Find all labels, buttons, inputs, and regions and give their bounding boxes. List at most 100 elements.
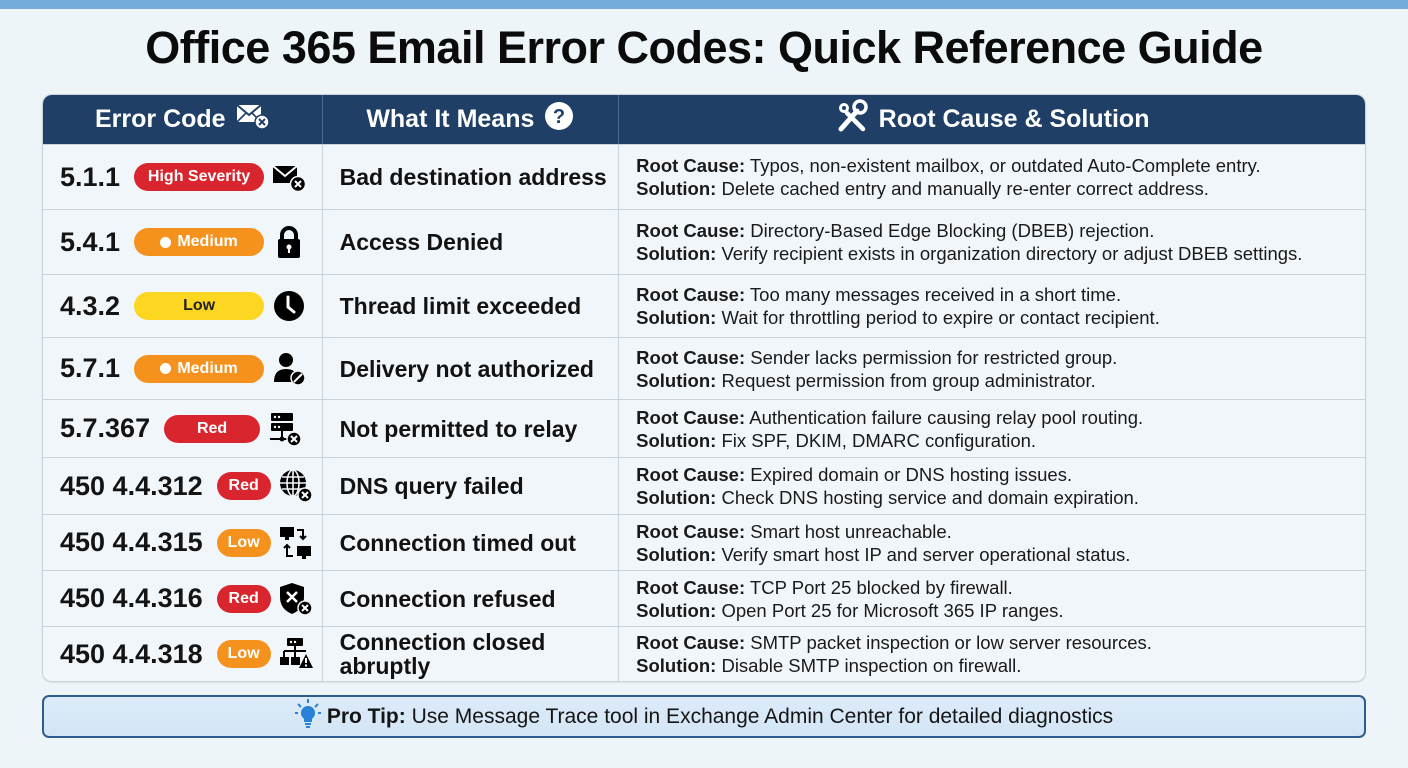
- pro-tip-banner: Pro Tip: Use Message Trace tool in Excha…: [42, 695, 1366, 738]
- solution-text: Fix SPF, DKIM, DMARC configuration.: [721, 429, 1037, 451]
- root-cause-line: Root Cause: Typos, non-existent mailbox,…: [636, 154, 1261, 177]
- root-cause-line: Root Cause: Sender lacks permission for …: [636, 346, 1117, 369]
- severity-label: High Severity: [147, 168, 251, 185]
- solution-line: Solution: Delete cached entry and manual…: [636, 177, 1209, 200]
- severity-badge: Low: [216, 640, 271, 668]
- root-cause-text: Typos, non-existent mailbox, or outdated…: [749, 155, 1261, 176]
- root-cause-line: Root Cause: Too many messages received i…: [636, 283, 1121, 306]
- severity-badge: Red: [164, 414, 261, 443]
- question-circle-icon: ?: [544, 101, 574, 138]
- root-cause-text: Smart host unreachable.: [750, 520, 952, 542]
- root-cause-line: Root Cause: Directory-Based Edge Blockin…: [636, 219, 1154, 242]
- severity-label: Red: [196, 419, 228, 437]
- meaning-cell: Thread limit exceeded: [323, 275, 620, 337]
- solution-label: Solution:: [636, 178, 717, 199]
- shield-x-icon: [279, 582, 313, 616]
- root-cause-label: Root Cause:: [636, 284, 746, 305]
- meaning-text: Bad destination address: [339, 164, 607, 190]
- clock-icon: [272, 289, 306, 323]
- meaning-cell: Connection refused: [323, 571, 620, 626]
- root-cause-label: Root Cause:: [636, 632, 746, 653]
- header-root-cause-solution: Root Cause & Solution: [619, 95, 1365, 144]
- root-cause-line: Root Cause: SMTP packet inspection or lo…: [636, 631, 1152, 654]
- solution-line: Solution: Fix SPF, DKIM, DMARC configura…: [636, 429, 1036, 452]
- severity-label: Low: [227, 645, 260, 662]
- root-cause-solution-cell: Root Cause: Too many messages received i…: [619, 275, 1365, 337]
- table-row: 450 4.4.318 Low Connection closed abruptly…: [43, 626, 1365, 681]
- root-cause-label: Root Cause:: [636, 346, 746, 368]
- root-cause-label: Root Cause:: [636, 406, 746, 428]
- root-cause-line: Root Cause: TCP Port 25 blocked by firew…: [636, 576, 1013, 599]
- severity-badge: Red: [216, 584, 271, 613]
- meaning-cell: Connection closed abruptly: [323, 627, 620, 681]
- severity-label: Red: [228, 477, 259, 494]
- root-cause-text: Authentication failure causing relay poo…: [749, 406, 1144, 428]
- meaning-cell: Connection timed out: [323, 515, 620, 570]
- header-label: Error Code: [94, 105, 226, 133]
- meaning-text: Thread limit exceeded: [339, 293, 582, 319]
- root-cause-line: Root Cause: Expired domain or DNS hostin…: [636, 463, 1072, 486]
- header-label: What It Means: [366, 105, 535, 133]
- root-cause-label: Root Cause:: [636, 155, 746, 176]
- pro-tip-label: Pro Tip:: [326, 704, 406, 728]
- severity-label: Low: [227, 533, 260, 551]
- meaning-text: DNS query failed: [339, 473, 524, 499]
- root-cause-solution-cell: Root Cause: Typos, non-existent mailbox,…: [619, 145, 1365, 209]
- error-code-cell: 4.3.2 Low: [43, 275, 323, 337]
- severity-badge: Low: [134, 292, 265, 320]
- solution-text: Request permission from group administra…: [721, 369, 1096, 391]
- error-code: 4.3.2: [60, 290, 121, 321]
- meaning-text: Delivery not authorized: [339, 355, 594, 382]
- meaning-text: Not permitted to relay: [339, 415, 578, 442]
- top-accent-bar: [0, 0, 1408, 9]
- severity-badge: Low: [216, 528, 271, 557]
- solution-label: Solution:: [636, 369, 717, 391]
- root-cause-line: Root Cause: Authentication failure causi…: [636, 406, 1143, 429]
- meaning-text: Access Denied: [339, 229, 504, 255]
- pro-tip-text: Use Message Trace tool in Exchange Admin…: [411, 704, 1114, 728]
- meaning-cell: Bad destination address: [323, 145, 620, 209]
- globe-x-icon: [279, 469, 313, 503]
- solution-line: Solution: Open Port 25 for Microsoft 365…: [636, 599, 1063, 622]
- envelope-x-icon: [235, 102, 270, 137]
- solution-label: Solution:: [636, 543, 717, 565]
- header-label: Root Cause & Solution: [878, 105, 1150, 133]
- root-cause-solution-cell: Root Cause: Authentication failure causi…: [619, 400, 1365, 457]
- solution-label: Solution:: [636, 655, 717, 676]
- solution-text: Delete cached entry and manually re-ente…: [721, 178, 1209, 199]
- root-cause-solution-cell: Root Cause: Directory-Based Edge Blockin…: [619, 210, 1365, 274]
- severity-badge: Red: [216, 472, 271, 500]
- root-cause-text: Directory-Based Edge Blocking (DBEB) rej…: [750, 220, 1155, 241]
- error-code: 450 4.4.318: [60, 638, 203, 669]
- root-cause-solution-cell: Root Cause: Expired domain or DNS hostin…: [619, 458, 1365, 514]
- root-cause-solution-cell: Root Cause: SMTP packet inspection or lo…: [619, 627, 1365, 681]
- error-code: 5.7.1: [60, 353, 121, 383]
- error-code: 5.4.1: [60, 226, 121, 257]
- table-row: 5.4.1 Medium Access Denied Root Cause: Dire…: [43, 209, 1365, 274]
- tools-icon: [835, 99, 869, 140]
- solution-text: Wait for throttling period to expire or …: [721, 307, 1160, 328]
- root-cause-label: Root Cause:: [636, 576, 746, 598]
- lightbulb-icon: [294, 698, 321, 735]
- server-x-icon: [268, 412, 302, 446]
- solution-line: Solution: Request permission from group …: [636, 369, 1096, 392]
- table-header: Error Code What It Means ? Root Cause & …: [43, 95, 1365, 144]
- dot-icon: [160, 236, 172, 248]
- solution-line: Solution: Verify recipient exists in org…: [636, 242, 1302, 265]
- root-cause-solution-cell: Root Cause: Sender lacks permission for …: [619, 338, 1365, 399]
- error-code-cell: 450 4.4.318 Low: [43, 627, 323, 681]
- solution-label: Solution:: [636, 243, 717, 264]
- header-what-it-means: What It Means ?: [323, 95, 620, 144]
- envelope-x-icon: [272, 160, 307, 194]
- solution-label: Solution:: [636, 599, 717, 621]
- computers-transfer-icon: [279, 526, 313, 560]
- root-cause-label: Root Cause:: [636, 464, 746, 485]
- root-cause-solution-cell: Root Cause: TCP Port 25 blocked by firew…: [619, 571, 1365, 626]
- severity-label: Medium: [177, 233, 238, 250]
